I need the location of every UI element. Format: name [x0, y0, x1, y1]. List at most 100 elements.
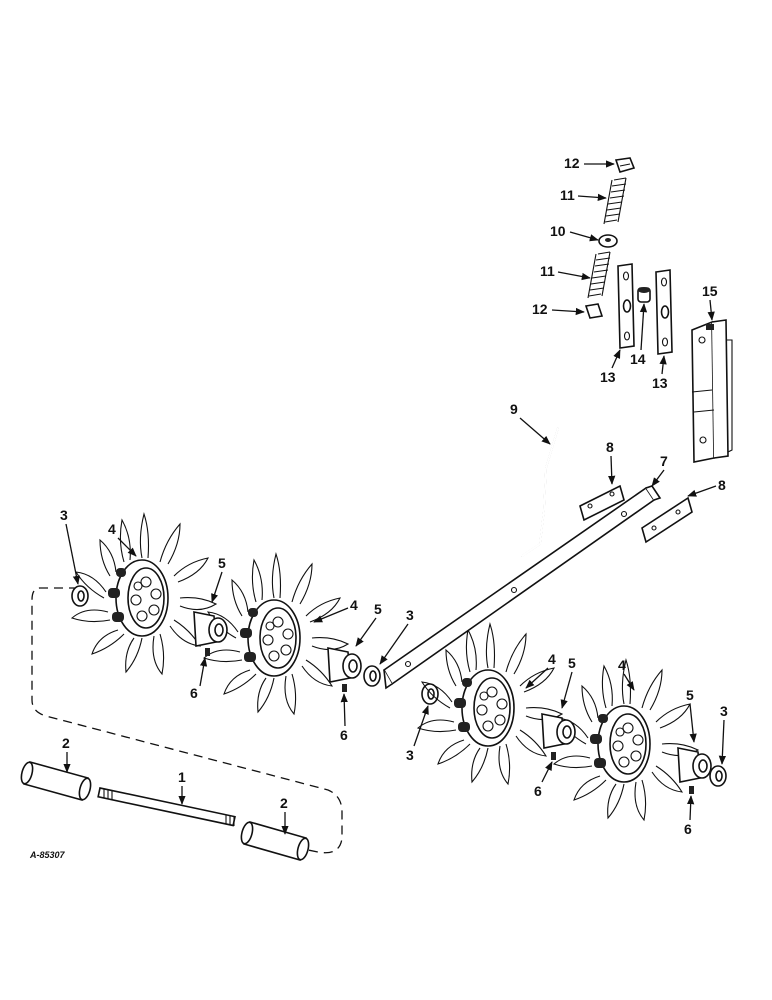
callout-4-a: 4 — [108, 521, 137, 557]
callout-6-d: 6 — [684, 795, 695, 837]
tube-right — [240, 821, 310, 861]
callout-2-right: 2 — [280, 795, 289, 835]
axle-rod — [97, 787, 236, 827]
svg-text:5: 5 — [568, 655, 576, 671]
callout-5-c: 5 — [560, 655, 576, 709]
svg-text:5: 5 — [374, 601, 382, 617]
callout-4-b: 4 — [313, 597, 358, 623]
svg-text:5: 5 — [218, 555, 226, 571]
svg-text:12: 12 — [532, 301, 548, 317]
svg-text:10: 10 — [550, 223, 566, 239]
svg-text:6: 6 — [340, 727, 348, 743]
svg-text:2: 2 — [62, 735, 70, 751]
svg-text:6: 6 — [190, 685, 198, 701]
frame-bar — [382, 485, 662, 690]
nut-top — [614, 157, 636, 173]
assembly-dashed-outline — [31, 587, 343, 854]
set-screw-4 — [689, 786, 694, 794]
svg-text:6: 6 — [534, 783, 542, 799]
callout-10: 10 — [550, 223, 599, 242]
callout-14: 14 — [630, 303, 648, 367]
callout-8-upper: 8 — [606, 439, 616, 485]
svg-text:8: 8 — [718, 477, 726, 493]
svg-text:4: 4 — [350, 597, 358, 613]
bracket-plate-left — [617, 263, 635, 349]
svg-text:11: 11 — [560, 187, 575, 203]
hub-4 — [677, 747, 712, 783]
drawing-reference: A-85307 — [29, 850, 66, 860]
spike-wheel-1 — [70, 512, 218, 676]
spike-wheel-4 — [552, 658, 700, 822]
callout-6-b: 6 — [340, 693, 348, 743]
washer-4 — [709, 765, 727, 787]
svg-text:7: 7 — [660, 453, 668, 469]
svg-text:12: 12 — [564, 155, 580, 171]
hub-1 — [193, 611, 228, 647]
callout-5-d: 5 — [686, 687, 697, 743]
svg-text:11: 11 — [540, 263, 555, 279]
svg-text:3: 3 — [60, 507, 68, 523]
plate-lower — [641, 496, 693, 544]
callout-2-left: 2 — [62, 735, 71, 773]
callout-15: 15 — [702, 283, 718, 321]
callout-3-a: 3 — [60, 507, 80, 585]
svg-text:13: 13 — [600, 369, 616, 385]
svg-text:2: 2 — [280, 795, 288, 811]
svg-text:5: 5 — [686, 687, 694, 703]
callout-6-a: 6 — [190, 657, 208, 701]
callout-7: 7 — [651, 453, 668, 487]
callout-12-top: 12 — [564, 155, 615, 171]
svg-text:1: 1 — [178, 769, 186, 785]
bracket-assembly — [691, 319, 733, 463]
bracket-plate-right — [655, 269, 673, 355]
svg-text:13: 13 — [652, 375, 668, 391]
plate-upper — [579, 484, 625, 522]
svg-text:9: 9 — [510, 401, 518, 417]
callout-12-lower: 12 — [532, 301, 585, 317]
svg-text:3: 3 — [406, 747, 414, 763]
callout-3-d: 3 — [718, 703, 728, 765]
callout-13-left: 13 — [600, 349, 621, 385]
svg-text:3: 3 — [406, 607, 414, 623]
svg-text:4: 4 — [548, 651, 556, 667]
callout-1: 1 — [178, 769, 186, 805]
callout-3-b: 3 — [379, 607, 414, 665]
callout-11-upper: 11 — [560, 187, 607, 203]
spike-wheel-3 — [416, 622, 564, 786]
callout-6-c: 6 — [534, 761, 553, 799]
callout-9: 9 — [510, 401, 551, 445]
callout-5-b: 5 — [355, 601, 382, 647]
svg-text:8: 8 — [606, 439, 614, 455]
callout-11-lower: 11 — [540, 263, 591, 281]
callout-5-a: 5 — [211, 555, 226, 603]
hub-3 — [541, 713, 576, 749]
lever-rod — [521, 427, 559, 557]
svg-text:14: 14 — [630, 351, 646, 367]
spring-upper — [603, 177, 627, 225]
washer-2 — [363, 665, 381, 687]
svg-text:3: 3 — [720, 703, 728, 719]
callout-4-d: 4 — [618, 657, 635, 691]
set-screw-1 — [205, 648, 210, 656]
callout-4-c: 4 — [525, 651, 556, 689]
washer-3 — [421, 683, 439, 705]
callout-8-lower: 8 — [687, 477, 726, 497]
spring-rod — [564, 328, 588, 414]
callout-13-right: 13 — [652, 355, 668, 391]
spike-wheel-2 — [202, 552, 350, 716]
spring-lower — [587, 251, 611, 299]
bushing — [637, 287, 651, 303]
svg-text:4: 4 — [618, 657, 626, 673]
callout-3-c: 3 — [406, 705, 429, 763]
svg-text:4: 4 — [108, 521, 116, 537]
set-screw-3 — [551, 752, 556, 760]
set-screw-2 — [342, 684, 347, 692]
hub-2 — [327, 647, 362, 683]
spring-washer — [598, 234, 618, 248]
washer-1 — [71, 585, 89, 607]
nut-lower — [584, 303, 604, 319]
svg-text:15: 15 — [702, 283, 718, 299]
svg-text:6: 6 — [684, 821, 692, 837]
tube-left — [20, 761, 92, 801]
